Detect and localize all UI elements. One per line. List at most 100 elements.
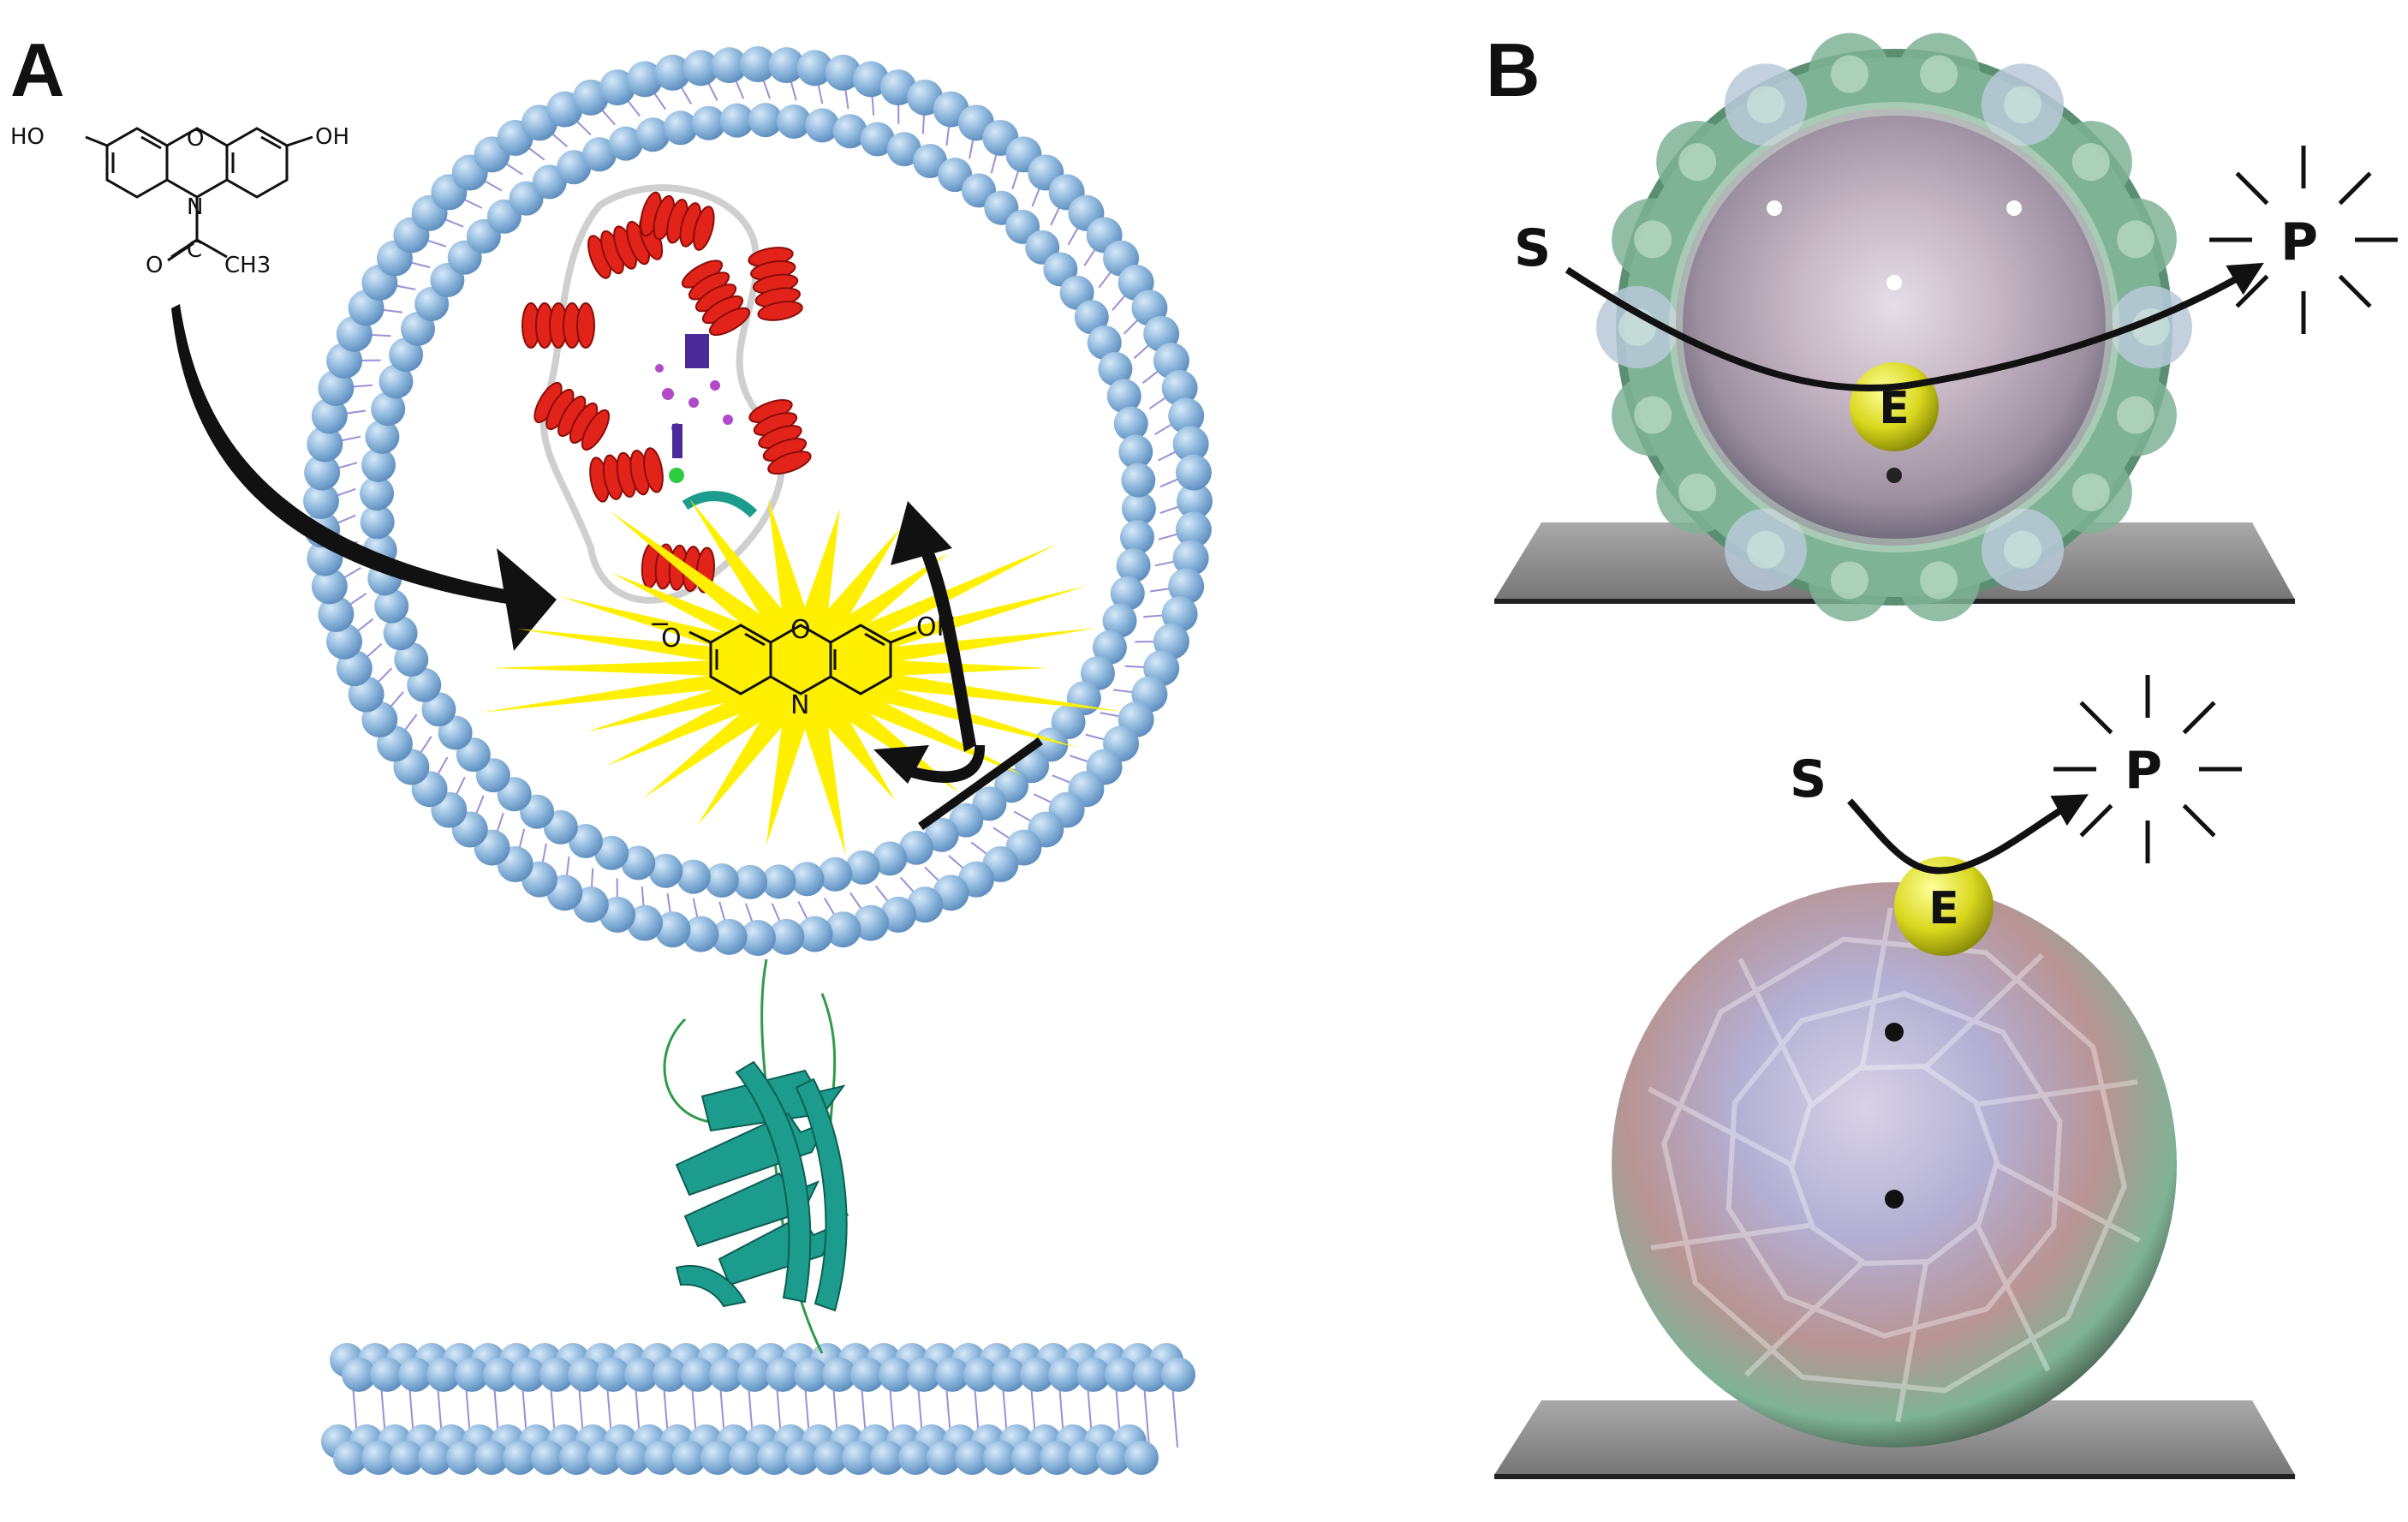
lipid-head: [1048, 1358, 1082, 1392]
lipid-head: [1124, 1441, 1159, 1475]
lipid-head: [318, 370, 355, 407]
lipid-head: [740, 920, 776, 956]
lipid-head: [924, 817, 959, 852]
product-ray: [2338, 171, 2372, 206]
reaction-arrow-bottom: [1847, 794, 2089, 874]
lipid-head: [832, 114, 867, 149]
capsid-highlight: [1678, 143, 1717, 182]
lipid-head: [370, 1358, 404, 1392]
lipid-head: [899, 830, 934, 865]
lipid-head: [568, 1358, 602, 1392]
capsid-facets: [1647, 907, 2142, 1423]
lipid-head: [825, 54, 861, 91]
lipid-head: [378, 364, 414, 399]
lipid-head: [796, 50, 833, 87]
lipid-head: [733, 864, 768, 899]
lipid-head: [913, 144, 948, 179]
lipid-head: [304, 454, 341, 491]
lipid-head: [852, 61, 889, 98]
product-ray: [2079, 803, 2113, 838]
lipid-head: [842, 1441, 876, 1475]
lipid-head: [822, 1358, 856, 1392]
capsid-facet-edge: [1975, 1224, 2051, 1372]
lipid-head: [511, 1358, 545, 1392]
product-top-rays: [2209, 146, 2398, 334]
alpha-helix: [640, 191, 715, 251]
lipid-head: [845, 850, 880, 885]
lipid-head: [1113, 406, 1148, 441]
lipid-head: [983, 1441, 1017, 1475]
product-top-label: P: [2280, 212, 2318, 272]
lipid-head: [360, 504, 395, 540]
lipid-head: [1105, 1358, 1139, 1392]
lipid-head: [361, 1441, 396, 1475]
capsid-highlight: [1920, 55, 1958, 93]
lipid-head: [390, 1441, 424, 1475]
lipid-head: [796, 916, 833, 952]
capsid-highlight: [1830, 561, 1869, 600]
capsid-highlight: [2004, 86, 2041, 124]
capsid-highlight: [1920, 561, 1958, 600]
capsid-highlight: [2071, 473, 2110, 511]
capsid-highlight: [2116, 220, 2155, 259]
product-exit-arrow: [873, 501, 1043, 831]
lipid-head: [407, 667, 442, 702]
lipid-head: [394, 642, 429, 677]
vesicle-inner-leaflet: [360, 103, 1156, 899]
lipid-head: [557, 150, 592, 185]
helix-turn: [643, 447, 664, 493]
lipid-head: [777, 104, 812, 139]
helix-turn: [581, 409, 611, 451]
lipid-head: [1020, 1358, 1054, 1392]
lipid-head: [1153, 343, 1189, 379]
lipid-head: [365, 419, 400, 454]
lipid-head: [794, 1358, 828, 1392]
enzyme-helices: [522, 191, 812, 594]
alpha-helix: [681, 260, 751, 337]
lipid-head: [992, 1358, 1026, 1392]
enzyme-bottom: [1894, 856, 1994, 956]
lipid-head: [594, 835, 629, 870]
helix-turn: [693, 206, 715, 251]
substrate-bottom-label: S: [1790, 749, 1827, 809]
lipid-head: [898, 1441, 933, 1475]
enzyme-ribbon: [522, 184, 812, 604]
lipid-head: [426, 1358, 461, 1392]
lipid-head: [311, 568, 348, 605]
lipid-head: [825, 911, 861, 948]
lipid-head: [1102, 603, 1137, 638]
lipid-head: [963, 1358, 998, 1392]
lipid-head: [654, 911, 691, 948]
product-ray: [2235, 274, 2269, 308]
lipid-head: [539, 1358, 574, 1392]
lipid-head: [704, 863, 739, 898]
lipid-head: [326, 623, 363, 660]
product-ray: [2338, 274, 2372, 308]
lipid-head: [700, 1441, 735, 1475]
lipid-head: [676, 859, 711, 894]
substrate-carbonyl-o: O: [146, 253, 163, 278]
lipid-head: [768, 47, 805, 84]
vesicle: [303, 46, 1213, 956]
alpha-helix: [589, 447, 664, 503]
lipid-head: [1161, 370, 1198, 407]
lipid-head: [371, 391, 406, 427]
lipid-head: [653, 1358, 687, 1392]
lipid-head: [711, 47, 748, 84]
lipid-head: [860, 122, 895, 157]
substrate-carbonyl-c: C: [187, 237, 202, 263]
helix-turn: [757, 301, 803, 321]
lipid-head: [333, 1441, 367, 1475]
lipid-head: [1116, 548, 1151, 583]
lipid-head: [814, 1441, 848, 1475]
lipid-head: [1087, 325, 1122, 360]
lipid-head: [503, 1441, 537, 1475]
capsid-highlight: [1747, 530, 1785, 569]
lipid-head: [757, 1441, 791, 1475]
substrate-entry-arrow: [171, 304, 557, 651]
capsid-highlight: [1634, 220, 1672, 259]
lipid-head: [446, 1441, 480, 1475]
lipid-head: [1121, 463, 1156, 498]
lipid-head: [1068, 1441, 1102, 1475]
capsid-highlight: [2004, 530, 2041, 569]
